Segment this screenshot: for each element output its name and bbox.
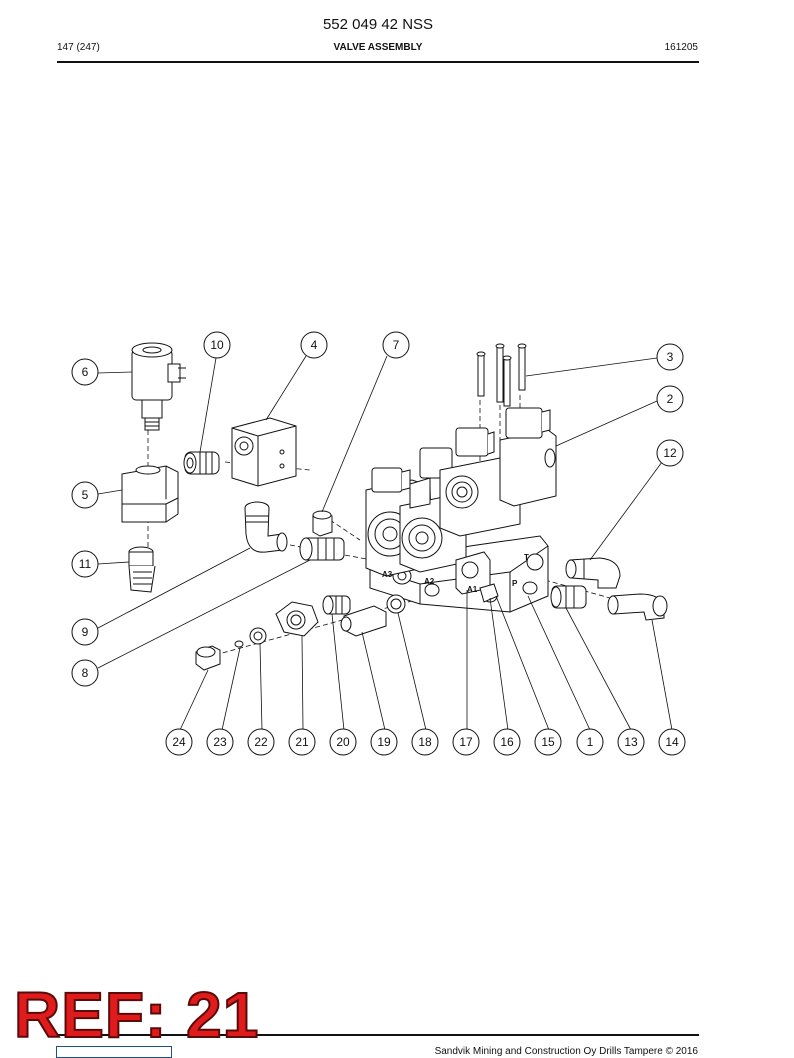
port-label-a1: A1 <box>467 585 478 594</box>
valve-section-lower <box>455 551 499 603</box>
washer-part-22 <box>249 627 267 645</box>
adapter-part-10 <box>183 451 220 475</box>
callout-7: 7 <box>382 331 410 359</box>
callout-5: 5 <box>71 481 99 509</box>
document-date: 161205 <box>664 42 698 53</box>
seal-ring-part-18 <box>386 594 406 614</box>
port-label-a3: A3 <box>382 570 393 579</box>
bolts-part-3 <box>476 343 527 407</box>
port-labels: A3 A2 A1 P T <box>382 553 529 594</box>
svg-text:11: 11 <box>79 557 92 571</box>
plug-part-24 <box>195 645 221 671</box>
block-part-4 <box>231 417 297 487</box>
port-label-p: P <box>512 579 518 588</box>
svg-text:13: 13 <box>624 735 638 749</box>
svg-text:4: 4 <box>311 338 318 352</box>
svg-text:19: 19 <box>377 735 391 749</box>
callout-22: 22 <box>247 728 275 756</box>
page-count: 147 (247) <box>57 42 100 53</box>
callout-12: 12 <box>656 439 684 467</box>
footer-copyright: Sandvik Mining and Construction Oy Drill… <box>434 1046 698 1057</box>
nut-part-21 <box>275 601 319 637</box>
callout-1: 1 <box>576 728 604 756</box>
ref-stamp: REF: 21 <box>13 979 260 1051</box>
svg-text:15: 15 <box>541 735 555 749</box>
footer-rule <box>57 1034 699 1036</box>
oring-part-23 <box>234 640 244 648</box>
fitting-part-13 <box>550 585 587 609</box>
valve-housing-part <box>121 465 179 523</box>
svg-text:5: 5 <box>82 488 89 502</box>
svg-text:22: 22 <box>254 735 268 749</box>
callout-15: 15 <box>534 728 562 756</box>
svg-text:7: 7 <box>393 338 400 352</box>
callout-20: 20 <box>329 728 357 756</box>
callout-19: 19 <box>370 728 398 756</box>
svg-text:1: 1 <box>587 735 594 749</box>
callout-21: 21 <box>288 728 316 756</box>
callout-10: 10 <box>203 331 231 359</box>
port-label-a2: A2 <box>424 577 435 586</box>
elbow-part-14 <box>607 593 668 621</box>
fitting-part-11 <box>128 546 156 593</box>
document-number: 552 049 42 NSS <box>322 16 434 33</box>
callout-23: 23 <box>206 728 234 756</box>
svg-text:9: 9 <box>82 625 89 639</box>
callout-17: 17 <box>452 728 480 756</box>
callout-8: 8 <box>71 659 99 687</box>
svg-text:12: 12 <box>663 446 677 460</box>
svg-text:21: 21 <box>295 735 309 749</box>
svg-text:18: 18 <box>418 735 432 749</box>
elbow-part-9 <box>244 501 288 553</box>
plug-part-7 <box>312 510 333 537</box>
svg-text:16: 16 <box>500 735 514 749</box>
fitting-part-8 <box>299 537 345 561</box>
callout-6: 6 <box>71 358 99 386</box>
callout-24: 24 <box>165 728 193 756</box>
callout-18: 18 <box>411 728 439 756</box>
svg-text:23: 23 <box>213 735 227 749</box>
callout-3: 3 <box>656 343 684 371</box>
svg-text:3: 3 <box>667 350 674 364</box>
header-rule <box>57 61 699 63</box>
callout-9: 9 <box>71 618 99 646</box>
callout-13: 13 <box>617 728 645 756</box>
svg-text:20: 20 <box>336 735 350 749</box>
callout-11: 11 <box>71 550 99 578</box>
svg-text:6: 6 <box>82 365 89 379</box>
svg-text:10: 10 <box>210 338 224 352</box>
svg-text:8: 8 <box>82 666 89 680</box>
callout-2: 2 <box>656 385 684 413</box>
callouts: 6 10 4 7 3 2 12 5 11 9 8 24 23 22 21 20 … <box>71 331 686 756</box>
leader-lines <box>97 355 673 731</box>
nipple-part-20 <box>322 595 351 615</box>
svg-text:14: 14 <box>665 735 679 749</box>
callout-14: 14 <box>658 728 686 756</box>
svg-text:24: 24 <box>172 735 186 749</box>
solenoid-part-2 <box>499 407 557 507</box>
port-label-t: T <box>524 553 529 562</box>
valve-section-right <box>439 427 521 537</box>
callout-16: 16 <box>493 728 521 756</box>
spacer-part-19 <box>340 605 387 637</box>
callout-4: 4 <box>300 331 328 359</box>
elbow-part-12 <box>565 557 621 589</box>
svg-text:17: 17 <box>459 735 473 749</box>
solenoid-coil-part <box>131 342 186 431</box>
svg-text:2: 2 <box>667 392 674 406</box>
page-title: VALVE ASSEMBLY <box>333 42 423 53</box>
